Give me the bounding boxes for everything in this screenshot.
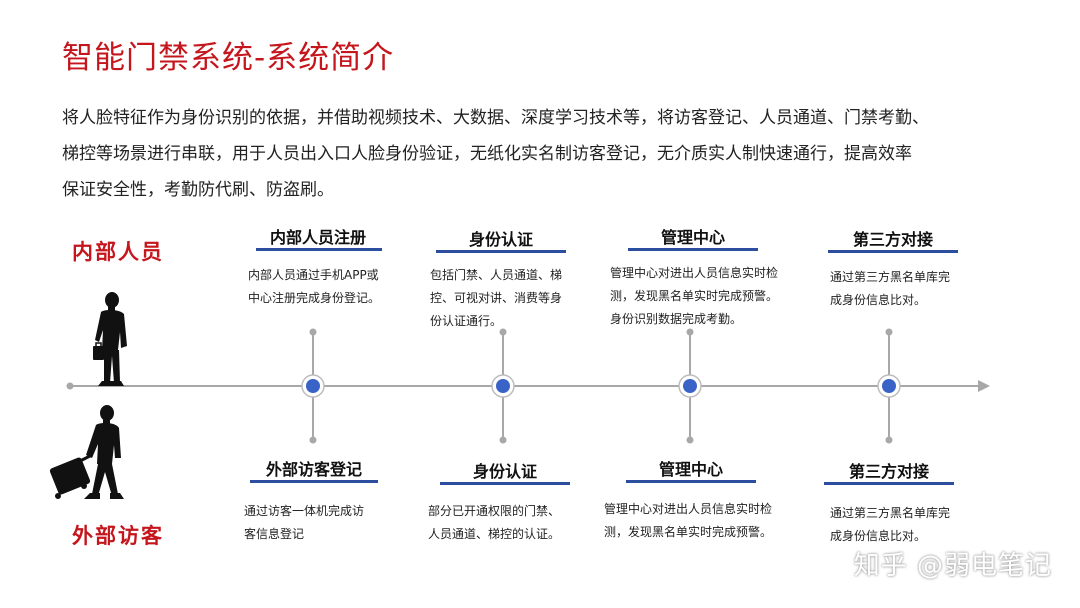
- external-step-1-desc: 通过访客一体机完成访 客信息登记: [244, 500, 364, 546]
- external-step-4-desc-line: 通过第三方黑名单库完: [830, 506, 951, 520]
- internal-step-1-desc-line: 中心注册完成身份登记。: [248, 291, 381, 305]
- intro-line-1: 将人脸特征作为身份识别的依据，并借助视频技术、大数据、深度学习技术等，将访客登记…: [62, 108, 929, 128]
- internal-step-1-underline: [256, 248, 382, 251]
- external-step-3-desc-line: 管理中心对进出人员信息实时检: [604, 502, 773, 516]
- internal-step-3-desc-line: 管理中心对进出人员信息实时检: [610, 266, 779, 280]
- internal-step-2-desc: 包括门禁、人员通道、梯 控、可视对讲、消费等身 份认证通行。: [430, 264, 562, 333]
- internal-step-3-desc: 管理中心对进出人员信息实时检 测，发现黑名单实时完成预警。 身份识别数据完成考勤…: [610, 262, 778, 331]
- internal-step-3-underline: [628, 248, 758, 251]
- internal-step-1-title: 内部人员注册: [269, 228, 366, 247]
- internal-step-2-desc-line: 包括门禁、人员通道、梯: [430, 268, 563, 282]
- external-step-2-desc-line: 人员通道、梯控的认证。: [428, 527, 561, 541]
- external-step-2-desc: 部分已开通权限的门禁、 人员通道、梯控的认证。: [428, 500, 560, 546]
- external-step-3-underline: [626, 480, 756, 483]
- timeline-start-dot: [66, 382, 74, 390]
- internal-step-1-desc-line: 内部人员通过手机APP或: [248, 268, 379, 282]
- internal-step-2-desc-line: 份认证通行。: [430, 314, 503, 328]
- timeline-node-1: [301, 328, 325, 444]
- external-step-4-underline: [824, 482, 954, 485]
- intro-line-3: 保证安全性，考勤防代刷、防盗刷。: [62, 180, 334, 200]
- timeline-node-3: [678, 328, 702, 444]
- external-step-1-desc-line: 通过访客一体机完成访: [244, 504, 365, 518]
- internal-step-3-desc-line: 身份识别数据完成考勤。: [610, 312, 743, 326]
- timeline-arrow-icon: [978, 380, 990, 392]
- external-step-4-desc-line: 成身份信息比对。: [830, 529, 927, 543]
- external-step-2-title: 身份认证: [472, 462, 537, 481]
- internal-step-4-desc: 通过第三方黑名单库完 成身份信息比对。: [830, 266, 950, 312]
- timeline-node-4: [877, 328, 901, 444]
- external-step-3-desc-line: 测，发现黑名单实时完成预警。: [604, 525, 773, 539]
- internal-step-3-desc-line: 测，发现黑名单实时完成预警。: [610, 289, 779, 303]
- internal-step-2-desc-line: 控、可视对讲、消费等身: [430, 291, 563, 305]
- slide-title: 智能门禁系统-系统简介: [62, 40, 395, 76]
- traveler-with-suitcase-silhouette-icon: [49, 405, 124, 499]
- external-step-2-underline: [440, 482, 570, 485]
- internal-step-4-title: 第三方对接: [852, 230, 933, 249]
- external-step-3-desc: 管理中心对进出人员信息实时检 测，发现黑名单实时完成预警。: [604, 498, 772, 544]
- external-step-4-title: 第三方对接: [848, 462, 929, 481]
- internal-step-3-title: 管理中心: [660, 228, 725, 247]
- internal-step-4-desc-line: 通过第三方黑名单库完: [830, 270, 951, 284]
- intro-paragraph: 将人脸特征作为身份识别的依据，并借助视频技术、大数据、深度学习技术等，将访客登记…: [62, 100, 1052, 208]
- external-step-1-underline: [250, 480, 378, 483]
- group-label-internal: 内部人员: [72, 240, 164, 264]
- intro-line-2: 梯控等场景进行串联，用于人员出入口人脸身份验证，无纸化实名制访客登记，无介质实人…: [62, 144, 912, 164]
- internal-step-4-desc-line: 成身份信息比对。: [830, 293, 927, 307]
- watermark: 知乎 @弱电笔记: [853, 551, 1052, 581]
- external-step-1-desc-line: 客信息登记: [244, 527, 305, 541]
- internal-step-2-title: 身份认证: [468, 230, 533, 249]
- internal-step-2-underline: [436, 250, 566, 253]
- external-step-3-title: 管理中心: [658, 460, 723, 479]
- group-label-external: 外部访客: [72, 524, 164, 548]
- timeline-node-2: [491, 328, 515, 444]
- external-step-2-desc-line: 部分已开通权限的门禁、: [428, 504, 561, 518]
- external-step-1-title: 外部访客登记: [265, 460, 362, 479]
- internal-step-1-desc: 内部人员通过手机APP或 中心注册完成身份登记。: [248, 264, 380, 310]
- businessman-with-briefcase-silhouette-icon: [93, 292, 127, 386]
- external-step-4-desc: 通过第三方黑名单库完 成身份信息比对。: [830, 502, 950, 548]
- internal-step-4-underline: [828, 250, 958, 253]
